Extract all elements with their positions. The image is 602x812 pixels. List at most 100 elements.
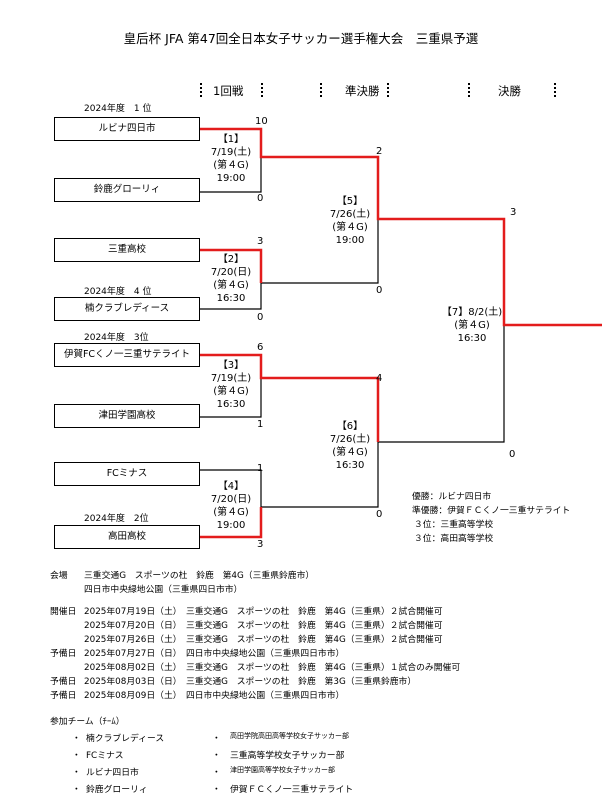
schedule-label: 予備日	[50, 677, 77, 687]
match-time: 16:30	[216, 293, 246, 304]
participant-bullet: ・	[72, 751, 81, 761]
match-venue: (第４G)	[213, 507, 249, 518]
schedule-line: 2025年08月03日（日） 三重交通G スポーツの杜 鈴鹿 第3G（三重県鈴鹿…	[84, 677, 417, 687]
page-title: 皇后杯 JFA 第47回全日本女子サッカー選手権大会 三重県予選	[123, 31, 479, 46]
participant-name: 三重高等学校女子サッカー部	[230, 751, 345, 761]
match-info: 【6】 7/26(土) (第４G) 16:30	[324, 420, 376, 472]
match-score: 0	[257, 312, 264, 323]
match-score: 3	[257, 236, 264, 247]
team-name: 高田高校	[107, 531, 146, 542]
round-header-3: 決勝	[498, 84, 521, 98]
match-date: 7/19(土)	[210, 147, 252, 158]
match-venue: (第４G)	[213, 280, 249, 291]
participant-bullet: ・	[212, 751, 221, 761]
participant-name: 高田学院高田高等学校女子サッカー部	[230, 732, 349, 740]
participant-bullet: ・	[212, 734, 221, 744]
schedule-label: 予備日	[50, 691, 77, 701]
match-venue: (第４G)	[332, 222, 368, 233]
participant-bullet: ・	[72, 768, 81, 778]
results-box: 優勝：ルビナ四日市 準優勝：伊賀ＦＣくノ一三重サテライト ３位：三重高等学校 ３…	[412, 490, 570, 546]
team-box: 津田学園高校	[54, 404, 200, 428]
match-info: 【1】 7/19(土) (第４G) 19:00	[205, 133, 257, 185]
bracket-winner-lines	[199, 127, 602, 539]
match-time: 16:30	[216, 399, 246, 410]
team-name: 津田学園高校	[98, 410, 156, 421]
participant-name: 津田学園高等学校女子サッカー部	[230, 766, 335, 774]
match-time: 19:00	[216, 173, 246, 184]
schedule-line: 2025年07月26日（土） 三重交通G スポーツの杜 鈴鹿 第4G（三重県）２…	[84, 635, 443, 645]
round-divider	[554, 83, 556, 97]
match-score: 0	[509, 449, 516, 460]
participant-name: FCミナス	[86, 751, 124, 761]
match-score: 0	[257, 193, 264, 204]
round-divider	[468, 83, 470, 97]
schedule-line: 2025年08月02日（土） 三重交通G スポーツの杜 鈴鹿 第4G（三重県）１…	[84, 663, 461, 673]
participant-bullet: ・	[212, 768, 221, 778]
team-name: 三重高校	[107, 244, 146, 255]
match-number: 【5】	[336, 196, 364, 207]
match-score: 4	[376, 373, 383, 384]
schedule-label: 開催日	[50, 607, 77, 617]
team-name: 伊賀FCくノ一三重サテライト	[63, 349, 191, 360]
match-date: 7/26(土)	[329, 434, 371, 445]
venue-label: 会場	[50, 571, 68, 581]
match-score: 1	[257, 463, 264, 474]
participant-name: ルビナ四日市	[86, 768, 139, 778]
match-number: 【3】	[217, 360, 245, 371]
result-third: ３位：三重高等学校	[414, 520, 494, 530]
match-time: 16:30	[335, 460, 365, 471]
participant-name: 鈴鹿グローリィ	[86, 785, 148, 795]
match-date: 7/19(土)	[210, 373, 252, 384]
result-third: ３位：高田高等学校	[414, 534, 494, 544]
match-number: 【2】	[217, 254, 245, 265]
round-header-2: 準決勝	[345, 84, 380, 98]
participant-bullet: ・	[212, 785, 221, 795]
match-venue: (第４G)	[332, 447, 368, 458]
result-champion: 優勝：ルビナ四日市	[412, 492, 492, 502]
match-time: 16:30	[457, 333, 487, 344]
round-header-1: 1回戦	[213, 84, 244, 98]
match-date: 7/26(土)	[329, 209, 371, 220]
team-box: ルビナ四日市	[54, 117, 200, 141]
participant-name: 楠クラブレディース	[86, 734, 165, 744]
round-divider	[261, 83, 263, 97]
match-date: 7/20(日)	[210, 267, 252, 278]
participant-bullet: ・	[72, 785, 81, 795]
match-number: 【6】	[336, 421, 364, 432]
match-info: 【7】8/2(土) (第４G) 16:30	[440, 306, 504, 345]
match-score: 1	[257, 419, 264, 430]
match-number: 【4】	[217, 481, 245, 492]
schedule-line: 2025年07月27日（日） 四日市中央緑地公園（三重県四日市市）	[84, 649, 345, 659]
match-score: 3	[510, 207, 517, 218]
team-name: 鈴鹿グローリィ	[93, 184, 161, 195]
team-box: 高田高校	[54, 525, 200, 549]
team-box: 伊賀FCくノ一三重サテライト	[54, 343, 200, 367]
seed-label: 2024年度 2位	[84, 514, 149, 524]
match-score: 10	[255, 116, 268, 127]
match-time: 19:00	[216, 520, 246, 531]
match-venue: (第４G)	[213, 386, 249, 397]
match-score: 3	[257, 539, 264, 550]
participant-name: 伊賀ＦＣくノ一三重サテライト	[230, 785, 354, 795]
participants-heading: 参加チーム（ﾁｰﾑ）	[50, 717, 125, 727]
participant-bullet: ・	[72, 734, 81, 744]
team-box: 楠クラブレディース	[54, 297, 200, 321]
seed-label: 2024年度 4 位	[84, 287, 152, 297]
match-time: 19:00	[335, 235, 365, 246]
match-date: 7/20(日)	[210, 494, 252, 505]
schedule-line: 2025年07月19日（土） 三重交通G スポーツの杜 鈴鹿 第4G（三重県）２…	[84, 607, 443, 617]
team-box: 三重高校	[54, 238, 200, 262]
round-divider	[387, 83, 389, 97]
team-name: FCミナス	[106, 468, 148, 479]
team-box: 鈴鹿グローリィ	[54, 178, 200, 202]
match-info: 【2】 7/20(日) (第４G) 16:30	[205, 253, 257, 305]
match-number: 【1】	[217, 134, 245, 145]
match-score: 0	[376, 285, 383, 296]
schedule-line: 2025年08月09日（土） 四日市中央緑地公園（三重県四日市市）	[84, 691, 345, 701]
bracket-black-lines	[199, 157, 505, 508]
schedule-label: 予備日	[50, 649, 77, 659]
seed-label: 2024年度 1 位	[84, 104, 152, 114]
match-venue: (第４G)	[213, 160, 249, 171]
match-venue: (第４G)	[454, 320, 490, 331]
